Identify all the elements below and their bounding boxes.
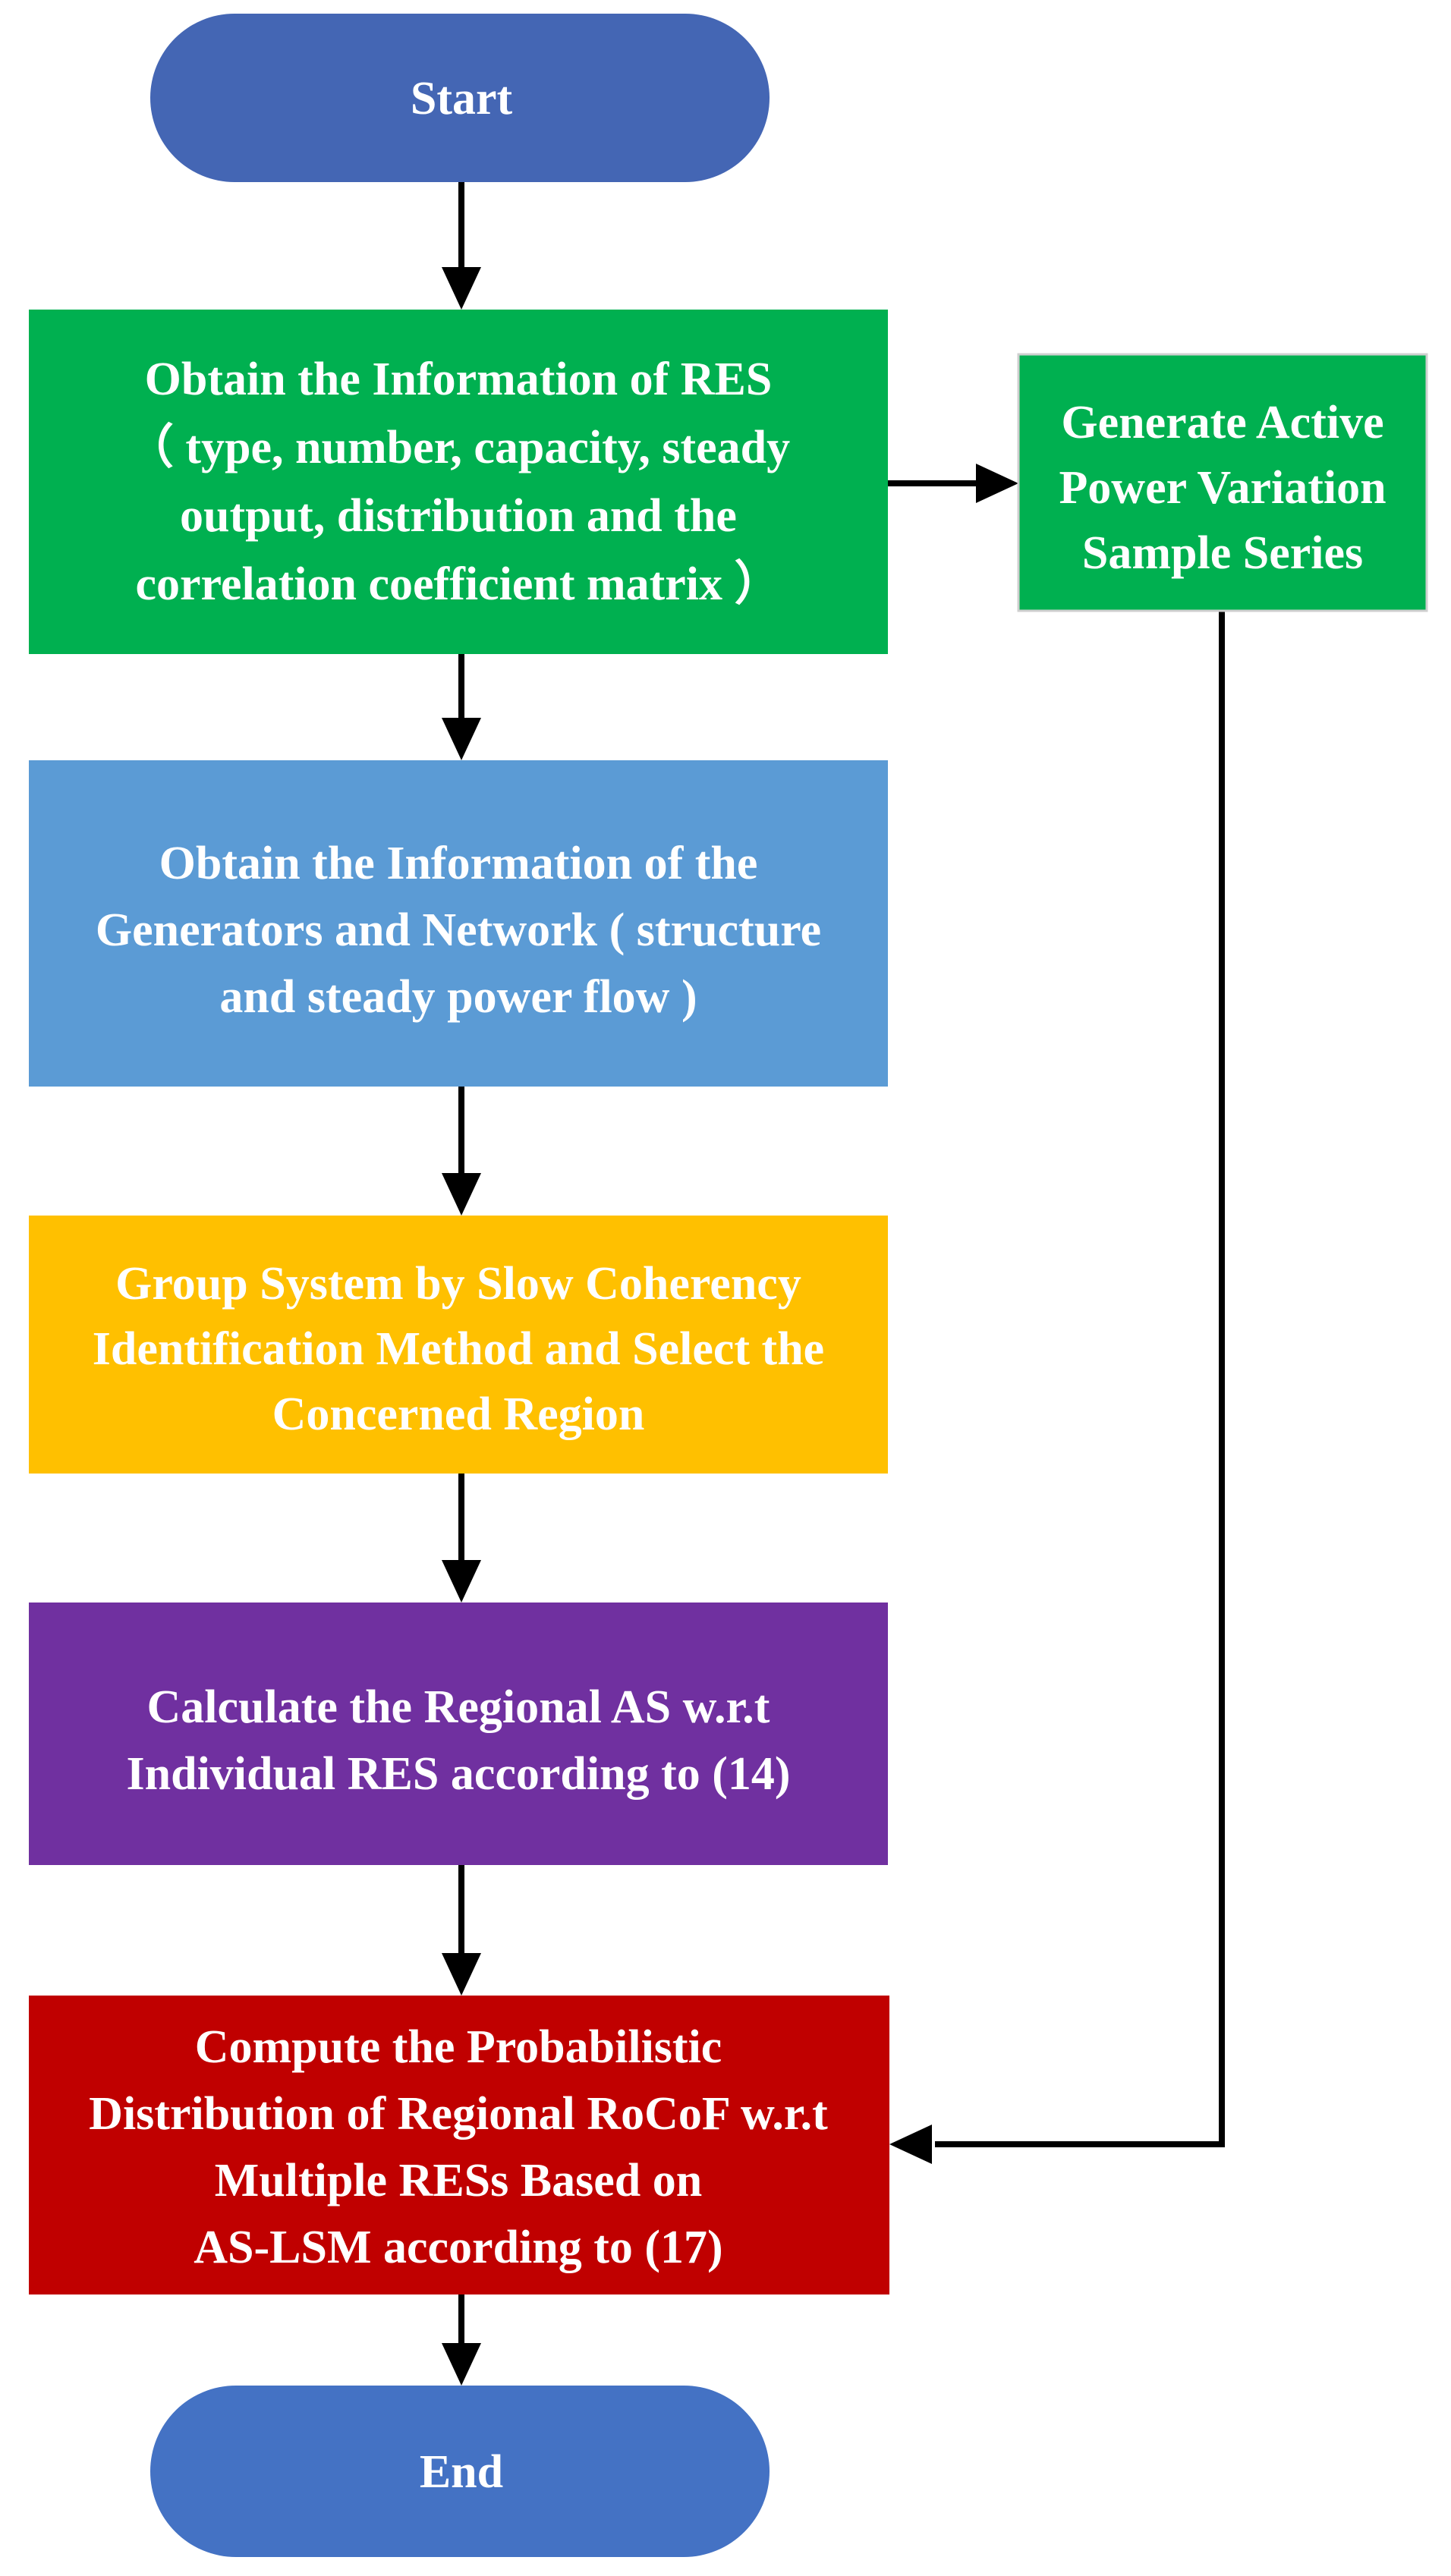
obtain-res-line-3: output, distribution and the <box>180 490 737 542</box>
arrowhead-compute-side <box>889 2125 932 2164</box>
obtain-gen-line-2: Generators and Network ( structure <box>96 904 821 956</box>
compute-line-3: Multiple RESs Based on <box>215 2155 703 2206</box>
obtain-res-node: Obtain the Information of RES （ type, nu… <box>29 310 888 654</box>
arrowhead-obtain-gen <box>442 718 481 760</box>
obtain-gen-box <box>29 760 888 1087</box>
start-label: Start <box>411 73 513 124</box>
group-node: Group System by Slow Coherency Identific… <box>29 1216 888 1474</box>
arrowhead-obtain-res <box>442 267 481 310</box>
calculate-line-2: Individual RES according to (14) <box>126 1748 790 1800</box>
end-terminator-shape <box>150 2386 770 2557</box>
arrowhead-compute <box>442 1953 481 1996</box>
start-node: Start <box>150 14 770 182</box>
end-label: End <box>420 2446 503 2498</box>
group-line-1: Group System by Slow Coherency <box>115 1258 801 1310</box>
start-terminator-shape <box>150 14 770 182</box>
calculate-node: Calculate the Regional AS w.r.t Individu… <box>29 1603 888 1865</box>
end-node: End <box>150 2386 770 2557</box>
compute-node: Compute the Probabilistic Distribution o… <box>29 1996 889 2294</box>
obtain-gen-node: Obtain the Information of the Generators… <box>29 760 888 1087</box>
calculate-box <box>29 1603 888 1865</box>
obtain-res-line-2: （ type, number, capacity, steady <box>127 420 790 473</box>
arrowheads <box>442 267 1018 2386</box>
group-line-2: Identification Method and Select the <box>93 1323 824 1375</box>
obtain-res-box <box>29 310 888 654</box>
generate-line-3: Sample Series <box>1082 527 1363 579</box>
generate-line-2: Power Variation <box>1059 462 1386 514</box>
compute-line-4: AS-LSM according to (17) <box>194 2222 722 2273</box>
arrowhead-calculate <box>442 1560 481 1603</box>
group-line-3: Concerned Region <box>272 1389 645 1440</box>
generate-node: Generate Active Power Variation Sample S… <box>1017 353 1428 612</box>
calculate-line-1: Calculate the Regional AS w.r.t <box>147 1681 770 1733</box>
group-box <box>29 1216 888 1474</box>
connectors <box>458 182 1225 2346</box>
arrowhead-generate <box>976 464 1018 503</box>
arrowhead-end <box>442 2343 481 2386</box>
arrowhead-group <box>442 1173 481 1216</box>
obtain-gen-line-1: Obtain the Information of the <box>159 838 758 889</box>
connector-generate-to-compute <box>935 611 1225 2147</box>
compute-box <box>29 1996 889 2294</box>
generate-line-1: Generate Active <box>1061 397 1383 448</box>
compute-line-1: Compute the Probabilistic <box>195 2021 722 2073</box>
obtain-gen-line-3: and steady power flow ) <box>219 971 697 1023</box>
compute-line-2: Distribution of Regional RoCoF w.r.t <box>89 2088 828 2140</box>
generate-box <box>1017 353 1428 612</box>
obtain-res-line-4: correlation coefficient matrix ） <box>135 557 781 610</box>
obtain-res-line-1: Obtain the Information of RES <box>145 354 773 405</box>
